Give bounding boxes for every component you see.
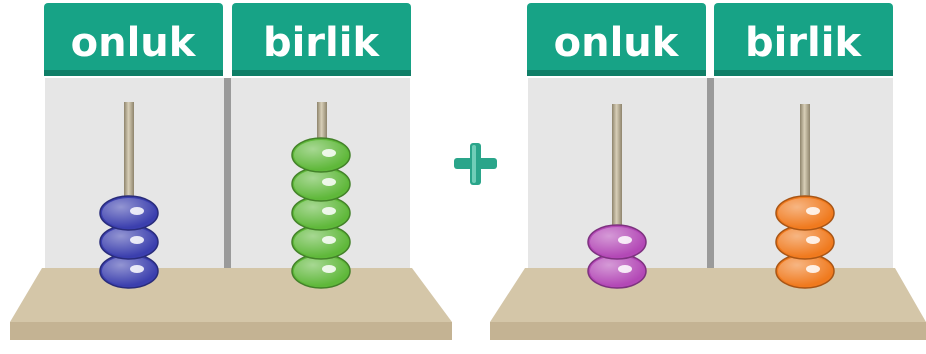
abacus-bead [775,253,835,289]
abacus-bead [99,195,159,231]
bead-stack [587,224,647,289]
abacus-base-top [490,268,926,322]
column-header: birlik [714,3,893,76]
abacus-bead [291,253,351,289]
column-header: onluk [527,3,706,76]
abacus-base-front [490,322,926,340]
column-header: onluk [44,3,223,76]
abacus-rod [612,104,622,254]
abacus-bead [99,224,159,260]
abacus-right: onluk birlik [490,3,926,340]
abacus-base-front [10,322,452,340]
column-label: onluk [71,20,197,66]
bead-stack [291,137,351,289]
plus-icon [454,143,497,185]
abacus-rod [800,104,810,224]
abacus-base-top [10,268,452,322]
abacus-bead [587,253,647,289]
abacus-rod [124,102,134,212]
column-label: birlik [263,20,380,66]
abacus-bead [291,224,351,260]
abacus-bead [587,224,647,260]
column-header: birlik [232,3,411,76]
abacus-bead [775,224,835,260]
abacus-bead [291,166,351,202]
panel-divider [224,78,231,274]
abacus-left: onluk birlik [10,3,452,340]
abacus-rod [317,102,327,164]
bead-stack [775,195,835,289]
abacus-bead [291,137,351,173]
column-label: birlik [745,20,862,66]
abacus-bead [775,195,835,231]
column-label: onluk [554,20,680,66]
panel-divider [707,78,714,274]
bead-stack [99,195,159,289]
